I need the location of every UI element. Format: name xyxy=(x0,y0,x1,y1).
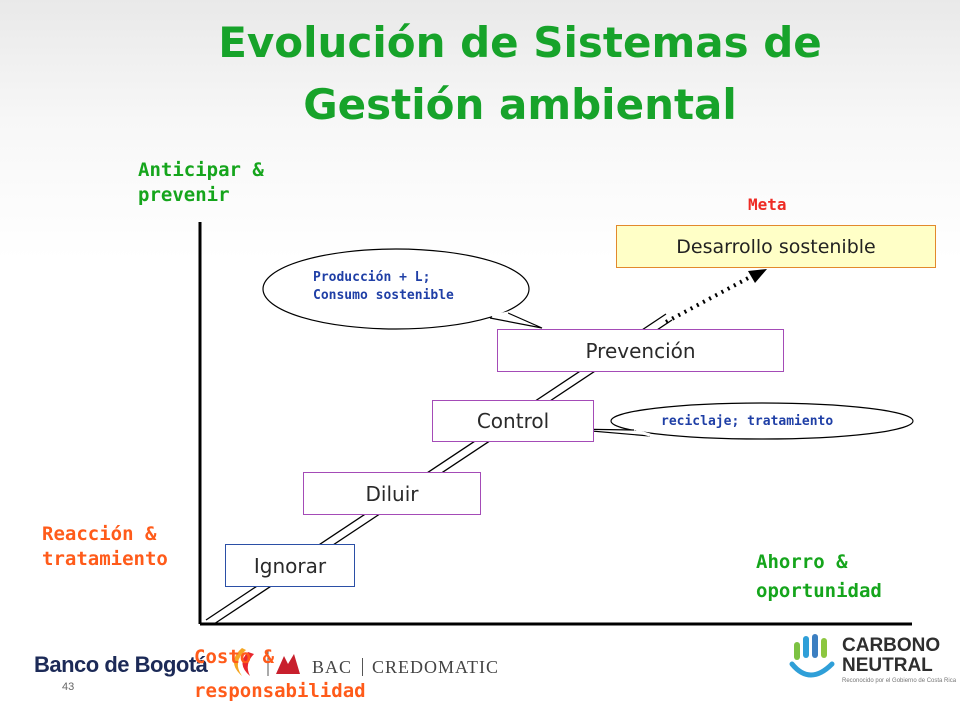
callout-reciclaje-text: reciclaje; tratamiento xyxy=(661,414,834,429)
stage-ignorar: Ignorar xyxy=(225,544,355,587)
title-line-1: Evolución de Sistemas de xyxy=(218,18,822,67)
carbono-neutral-logo: CARBONO NEUTRAL xyxy=(842,635,941,676)
goal-arrowhead xyxy=(748,269,767,283)
x-axis-bottom-label: Costo & responsabilidad xyxy=(194,646,366,702)
y-axis-bottom-label: Reacción & tratamiento xyxy=(42,523,168,570)
y-axis-top-label: Anticipar & prevenir xyxy=(138,159,264,206)
page-number: 43 xyxy=(62,681,75,693)
banco-de-bogota-logo: Banco de Bogotá xyxy=(34,652,208,677)
stage-control: Control xyxy=(432,400,594,442)
stage-diluir: Diluir xyxy=(303,472,481,515)
meta-label: Meta xyxy=(748,195,787,214)
carbono-neutral-hand-icon xyxy=(789,634,835,678)
bac-credomatic-logo: BAC CREDOMATIC xyxy=(312,657,500,677)
slide-title: Evolución de Sistemas de Gestión ambient… xyxy=(180,12,860,136)
x-axis-right-label: Ahorro & oportunidad xyxy=(756,551,882,602)
title-line-2: Gestión ambiental xyxy=(303,80,737,129)
callout-bubble-produccion xyxy=(262,248,543,330)
carbono-neutral-caption: Reconocido por el Gobierno de Costa Rica xyxy=(842,678,957,684)
stage-prevencion: Prevención xyxy=(497,329,784,372)
goal-arrow xyxy=(665,274,753,324)
stage-desarrollo-sostenible: Desarrollo sostenible xyxy=(616,225,936,268)
bac-credomatic-emblem xyxy=(234,648,300,676)
callout-produccion-text: Producción + L; Consumo sostenible xyxy=(313,270,454,303)
